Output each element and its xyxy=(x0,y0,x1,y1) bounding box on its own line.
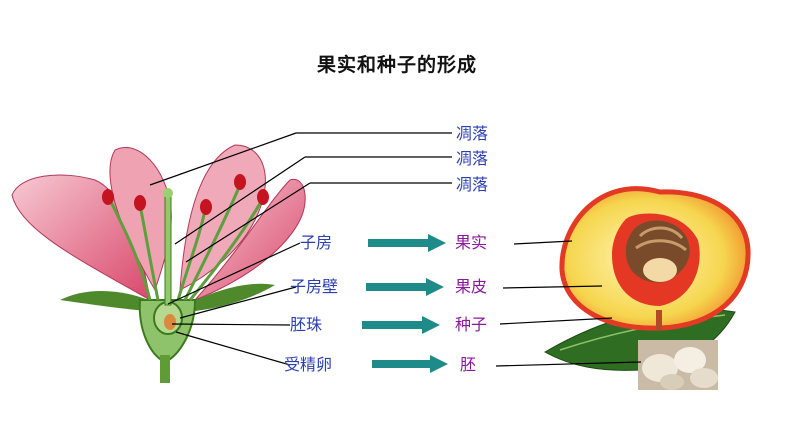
part-label-ovary-wall: 子房壁 xyxy=(290,277,339,296)
sepal-left xyxy=(60,290,160,312)
part-label-ovary: 子房 xyxy=(300,233,333,252)
result-leader-lines xyxy=(495,240,642,367)
part-label-zygote: 受精卵 xyxy=(284,355,333,374)
sepal-right xyxy=(185,283,275,312)
arrows xyxy=(362,234,448,373)
anther xyxy=(102,189,114,205)
result-label-fruit: 果实 xyxy=(455,233,488,252)
anther xyxy=(134,195,146,211)
arrow-1 xyxy=(368,234,446,252)
peach-stalk xyxy=(656,310,662,330)
anther xyxy=(257,189,269,205)
arrow-2 xyxy=(366,278,444,296)
arrow-3 xyxy=(362,316,440,334)
wilt-leader-lines xyxy=(149,132,452,263)
result-label-peel: 果皮 xyxy=(455,277,488,296)
wilt-label-3: 凋落 xyxy=(456,175,489,194)
peach-seed xyxy=(643,258,677,282)
peach-illustration xyxy=(543,186,751,371)
part-leader-lines xyxy=(167,242,301,366)
wilt-label-1: 凋落 xyxy=(456,124,489,143)
arrow-4 xyxy=(372,355,448,373)
wilt-label-2: 凋落 xyxy=(456,149,489,168)
anther xyxy=(200,199,212,215)
result-label-seed: 种子 xyxy=(455,315,488,334)
result-label-embryo: 胚 xyxy=(460,355,477,374)
page-title: 果实和种子的形成 xyxy=(316,54,477,76)
ovule xyxy=(164,314,176,330)
flower-illustration xyxy=(11,144,306,383)
embryo-photo xyxy=(638,340,718,390)
stalk xyxy=(160,355,170,383)
stigma xyxy=(163,188,173,198)
style xyxy=(164,194,172,306)
part-label-ovule: 胚珠 xyxy=(290,315,323,334)
anther xyxy=(234,174,246,190)
